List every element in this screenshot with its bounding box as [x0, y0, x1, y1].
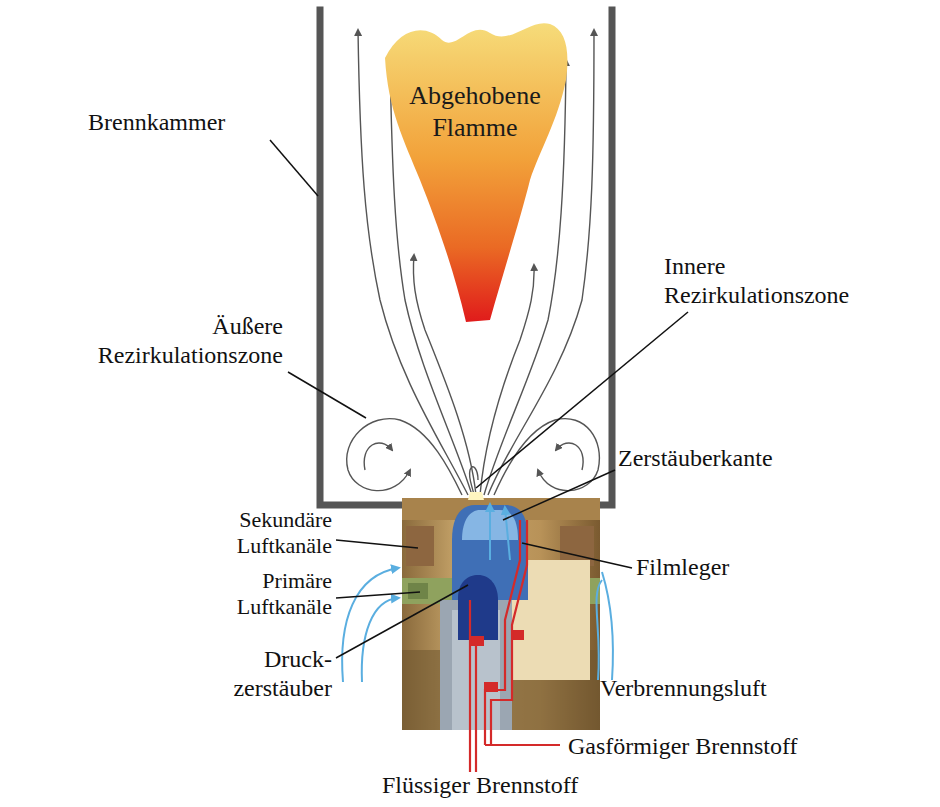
flame-outline	[380, 18, 570, 326]
flame-label: Abgehobene Flamme	[390, 80, 560, 144]
part-label: Innere Rezirkulationszone	[664, 252, 914, 310]
part-label: Filmleger	[636, 553, 786, 582]
part-label: Primäre Luftkanäle	[196, 568, 332, 620]
part-label: Gasförmiger Brennstoff	[568, 732, 888, 761]
part-label: Sekundäre Luftkanäle	[196, 507, 332, 559]
part-label: Äußere Rezirkulationszone	[25, 312, 283, 370]
flame-shape: Abgehobene Flamme	[380, 18, 570, 326]
part-label: Verbrennungsluft	[600, 674, 840, 703]
part-label: Druck- zerstäuber	[200, 645, 332, 703]
part-label: Brennkammer	[88, 108, 278, 137]
part-label: Zerstäuberkante	[618, 444, 848, 473]
part-label: Flüssiger Brennstoff	[382, 771, 722, 800]
